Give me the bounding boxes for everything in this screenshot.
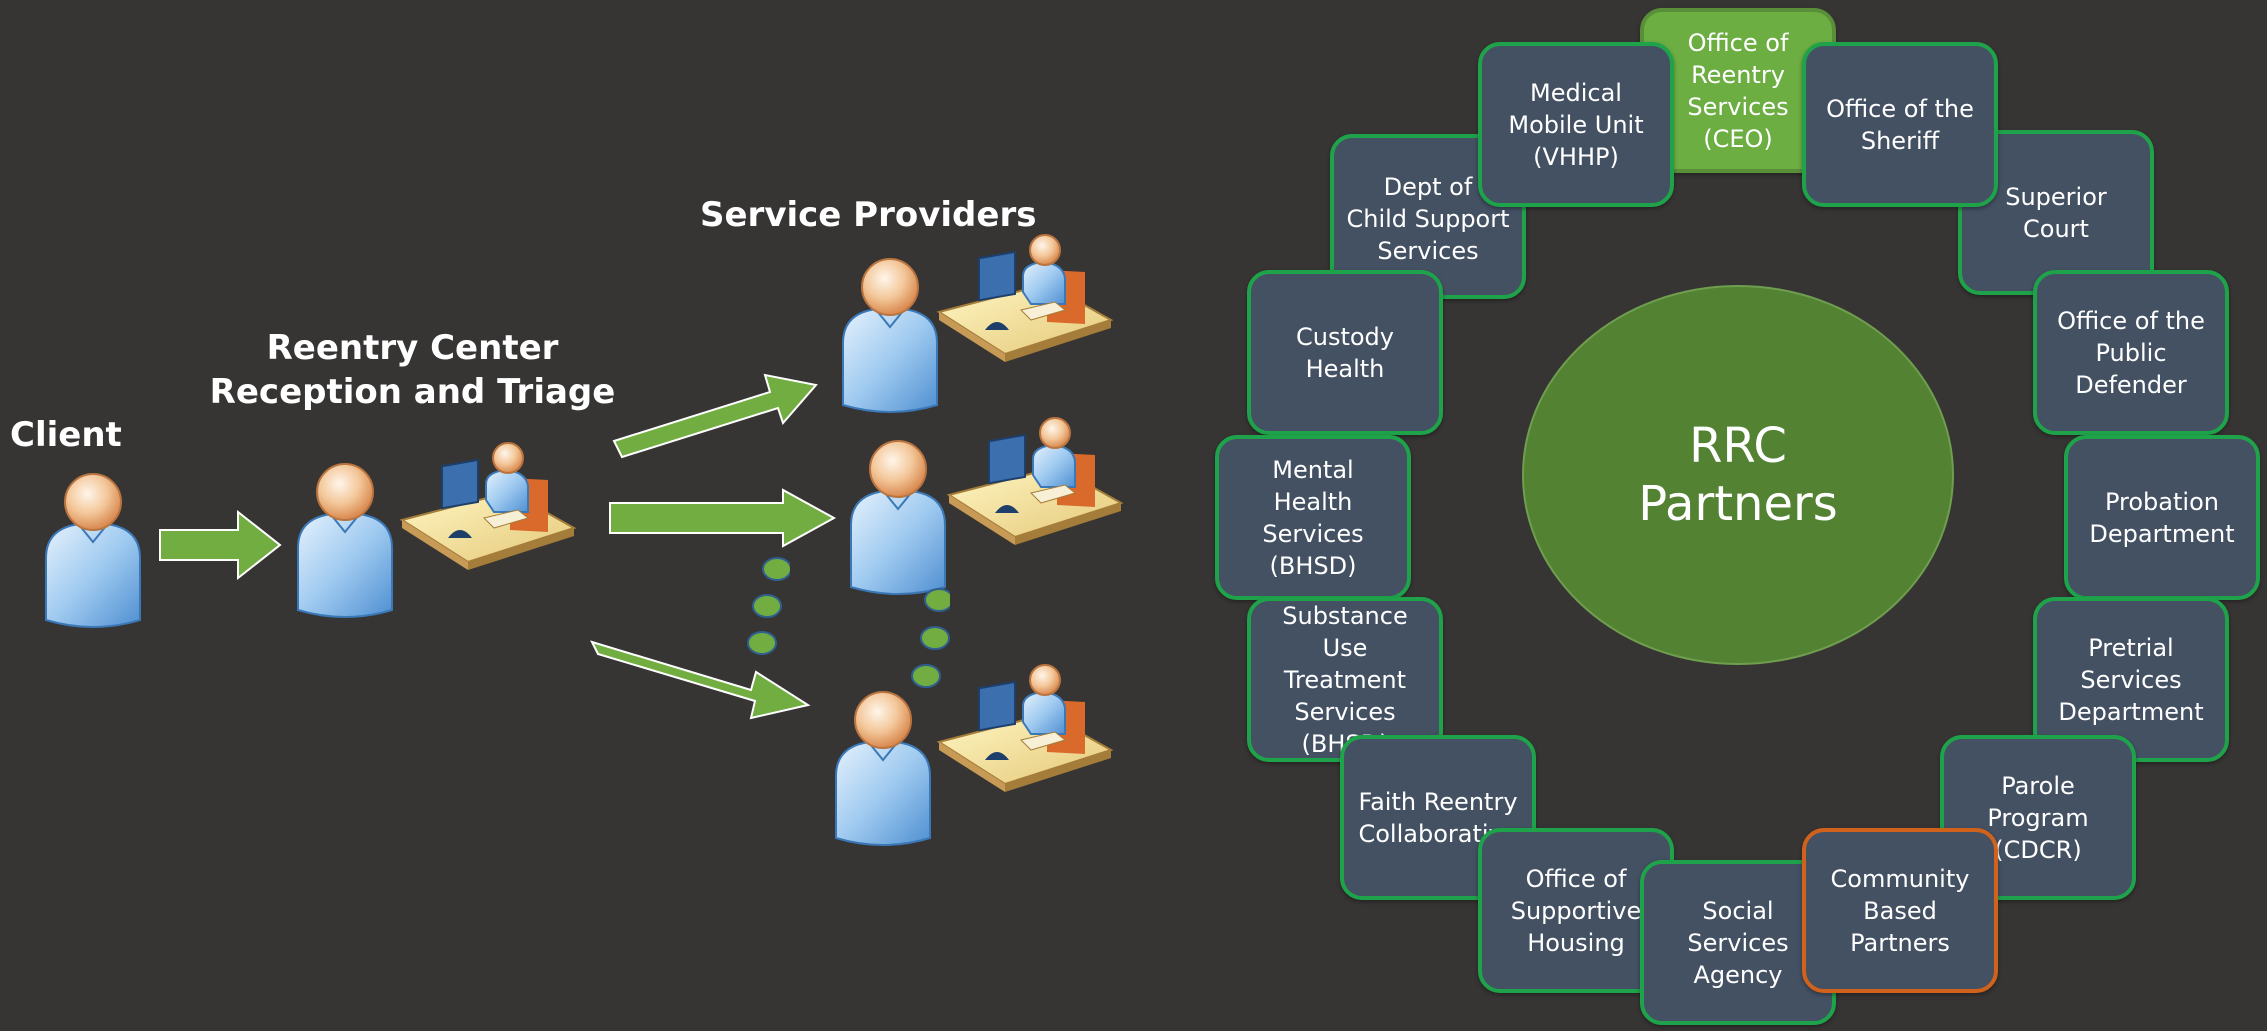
partner-node-custody-health: Custody Health [1247,270,1443,435]
partner-node-mental-health: Mental Health Services (BHSD) [1215,435,1411,600]
reception-label-line2: Reception and Triage [209,372,616,412]
partner-node-community-based: Community Based Partners [1802,828,1998,993]
arrow-to-provider-3 [590,640,811,720]
reception-person-icon [297,463,393,618]
arrow-to-provider-1 [612,373,818,459]
provider-person-icon-2 [850,440,946,595]
center-label-line1: RRC [1689,418,1787,474]
partner-node-public-defender: Office of the Public Defender [2033,270,2229,435]
partner-node-probation: Probation Department [2064,435,2260,600]
partner-node-sheriff: Office of the Sheriff [1802,42,1998,207]
reception-label-line1: Reentry Center [266,328,559,368]
client-person-icon [45,473,141,628]
provider-person-icon-1 [842,258,938,413]
provider-person-icon-3 [835,691,931,846]
partner-node-pretrial-services: Pretrial Services Department [2033,597,2229,762]
provider-workstation-icon-2 [946,417,1124,545]
more-providers-dots-left [747,557,790,655]
more-providers-dots-right [911,588,950,688]
partner-node-medical-mobile-unit: Medical Mobile Unit (VHHP) [1478,42,1674,207]
client-label: Client [10,415,122,455]
provider-workstation-icon-3 [936,664,1114,792]
service-providers-label: Service Providers [700,195,1037,235]
arrow-client-to-reception [159,510,282,580]
rrc-partners-center: RRC Partners [1522,285,1954,665]
center-label-line2: Partners [1638,476,1838,532]
arrow-to-provider-2 [609,488,837,548]
provider-workstation-icon-1 [936,234,1114,362]
reception-workstation-icon [399,442,577,570]
